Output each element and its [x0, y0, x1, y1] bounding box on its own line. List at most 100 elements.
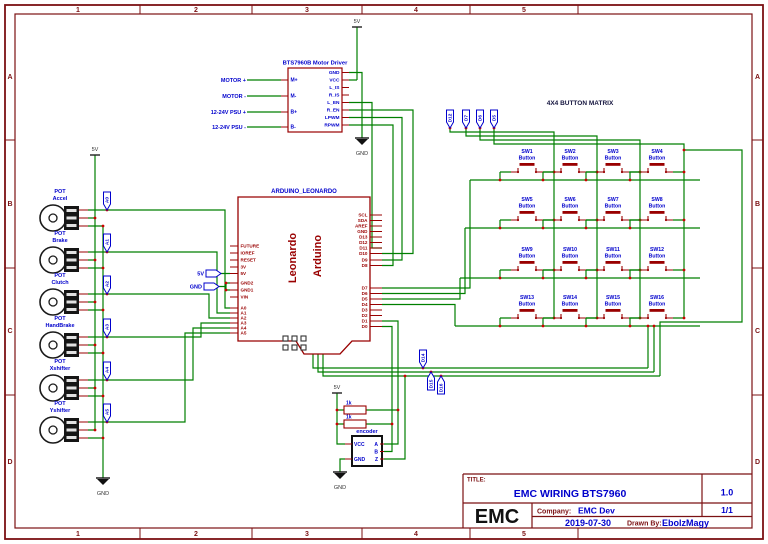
- net-flag-a3[interactable]: A3: [103, 318, 111, 338]
- icsp-header[interactable]: [282, 335, 307, 351]
- arduino-pins: [230, 214, 382, 334]
- matrix-wires[interactable]: [382, 128, 743, 376]
- switch-id: SW5: [521, 197, 532, 203]
- button-matrix: 4X4 BUTTON MATRIX D12 D7 D6 D5 SW1 Butto…: [446, 100, 687, 328]
- pin-l-en: L_EN: [327, 100, 340, 106]
- switch-label: Button: [605, 254, 622, 260]
- switch-sw3[interactable]: SW3 Button: [583, 149, 643, 182]
- arduino-gnd-flag[interactable]: GND: [190, 282, 220, 291]
- pot-wires[interactable]: [88, 155, 230, 478]
- pot-gnd-symbol[interactable]: [95, 477, 111, 486]
- switch-sw8[interactable]: SW8 Button: [627, 197, 687, 230]
- net-flag-d7[interactable]: D7: [462, 109, 470, 129]
- driver-wires[interactable]: [247, 27, 414, 267]
- encoder-title: encoder: [356, 429, 378, 435]
- encoder-body[interactable]: [351, 435, 383, 467]
- pin-5v: 5V: [241, 271, 248, 276]
- pin-aref: AREF: [355, 224, 368, 229]
- switch-label: Button: [649, 302, 666, 308]
- switch-sw11[interactable]: SW11 Button: [583, 247, 643, 280]
- arduino-leonardo[interactable]: ARDUINO_LEONARDO Leonardo Arduino FUTURE…: [190, 189, 382, 355]
- net-flag-a0[interactable]: A0: [103, 191, 111, 211]
- pin-a3: A3: [241, 321, 247, 326]
- drawn-by-label: Drawn By:: [627, 521, 662, 528]
- sheet-date: 2019-07-30: [565, 518, 611, 528]
- switch-sw14[interactable]: SW14 Button: [540, 295, 600, 328]
- switch-id: SW3: [607, 149, 618, 155]
- pin-b-minus: B-: [291, 125, 297, 131]
- drawn-by-name: EbolzMagy: [662, 518, 709, 528]
- arduino-body[interactable]: [237, 196, 371, 355]
- pot-accel[interactable]: POT Accel A0: [39, 189, 111, 232]
- switch-sw6[interactable]: SW6 Button: [540, 197, 600, 230]
- switch-sw10[interactable]: SW10 Button: [540, 247, 600, 280]
- encoder-gnd-symbol[interactable]: [332, 471, 348, 480]
- switch-sw13[interactable]: SW13 Button: [498, 295, 557, 328]
- net-flag-d16[interactable]: D16: [437, 375, 445, 395]
- pin-d6: D6: [362, 291, 368, 296]
- net-flag-d14[interactable]: D14: [419, 349, 427, 369]
- pot-clutch[interactable]: POT Clutch A2: [39, 273, 111, 316]
- pin-m-minus: M-: [291, 94, 297, 100]
- ruler-top-3: 3: [305, 7, 309, 14]
- ruler-right-c: C: [755, 328, 760, 335]
- switch-sw4[interactable]: SW4 Button: [627, 149, 687, 182]
- net-flag-d12[interactable]: D12: [446, 109, 454, 129]
- switch-id: SW2: [564, 149, 575, 155]
- net-flag-d6[interactable]: D6: [476, 109, 484, 129]
- pin-reset: RESET: [241, 258, 257, 263]
- switch-sw7[interactable]: SW7 Button: [583, 197, 643, 230]
- pin-d1: D1: [362, 319, 368, 324]
- arduino-5v-flag-label: 5V: [197, 272, 204, 278]
- switch-sw9[interactable]: SW9 Button: [498, 247, 557, 280]
- switch-sw2[interactable]: SW2 Button: [540, 149, 600, 182]
- pin-gnd2: GND2: [241, 281, 254, 286]
- switch-id: SW16: [650, 295, 664, 301]
- net-flag-d6-label: D6: [478, 115, 484, 121]
- ruler-left-b: B: [7, 201, 12, 208]
- switch-label: Button: [562, 156, 579, 162]
- resistor-r2[interactable]: 1k: [343, 415, 367, 429]
- switch-sw1[interactable]: SW1 Button: [498, 149, 557, 182]
- pot-yshifter[interactable]: POT Yshifter A5: [39, 401, 111, 444]
- pin-d12: D12: [359, 240, 368, 245]
- pin-sda: SDA: [358, 218, 368, 223]
- switch-sw5[interactable]: SW5 Button: [498, 197, 557, 230]
- pot-label: POT: [54, 401, 66, 407]
- company-name: EMC Dev: [578, 506, 615, 516]
- switch-sw12[interactable]: SW12 Button: [627, 247, 687, 280]
- arduino-title: ARDUINO_LEONARDO: [271, 189, 337, 195]
- motor-driver[interactable]: BTS7960B Motor Driver M+ M- B+ B- GND VC…: [211, 19, 370, 157]
- net-flag-a1[interactable]: A1: [103, 233, 111, 253]
- driver-gnd-symbol[interactable]: [354, 137, 370, 146]
- net-flag-a4[interactable]: A4: [103, 361, 111, 381]
- switch-label: Button: [562, 254, 579, 260]
- net-flag-d15[interactable]: D15: [427, 371, 435, 391]
- arduino-flag-wires[interactable]: [219, 272, 230, 291]
- pin-r-en: R_EN: [327, 108, 340, 114]
- pin-r-is: R_IS: [329, 93, 340, 99]
- motor-driver-body[interactable]: [287, 67, 343, 133]
- ruler-left-a: A: [7, 74, 12, 81]
- arduino-gnd-flag-label: GND: [190, 285, 202, 291]
- encoder-pin-a: A: [374, 442, 378, 448]
- pot-brake[interactable]: POT Brake A1: [39, 231, 111, 274]
- resistor-r1[interactable]: 1k: [343, 401, 367, 415]
- net-flag-a2[interactable]: A2: [103, 275, 111, 295]
- arduino-5v-flag[interactable]: 5V: [197, 269, 222, 278]
- pot-handbrake[interactable]: POT HandBrake A3: [39, 316, 111, 359]
- pin-d13: D13: [359, 235, 368, 240]
- pot-rail: 5V GND: [89, 147, 111, 497]
- switch-sw16[interactable]: SW16 Button: [627, 295, 687, 328]
- switch-label: Button: [519, 156, 536, 162]
- switch-sw15[interactable]: SW15 Button: [583, 295, 643, 328]
- ruler-right-a: A: [755, 74, 760, 81]
- switch-label: Button: [605, 204, 622, 210]
- net-flag-a5[interactable]: A5: [103, 403, 111, 423]
- net-flag-d5[interactable]: D5: [490, 109, 498, 129]
- switch-label: Button: [649, 204, 666, 210]
- encoder-wires[interactable]: [312, 320, 660, 472]
- encoder[interactable]: encoder VCC GND A B Z: [345, 429, 384, 467]
- pot-xshifter[interactable]: POT Xshifter A4: [39, 359, 111, 402]
